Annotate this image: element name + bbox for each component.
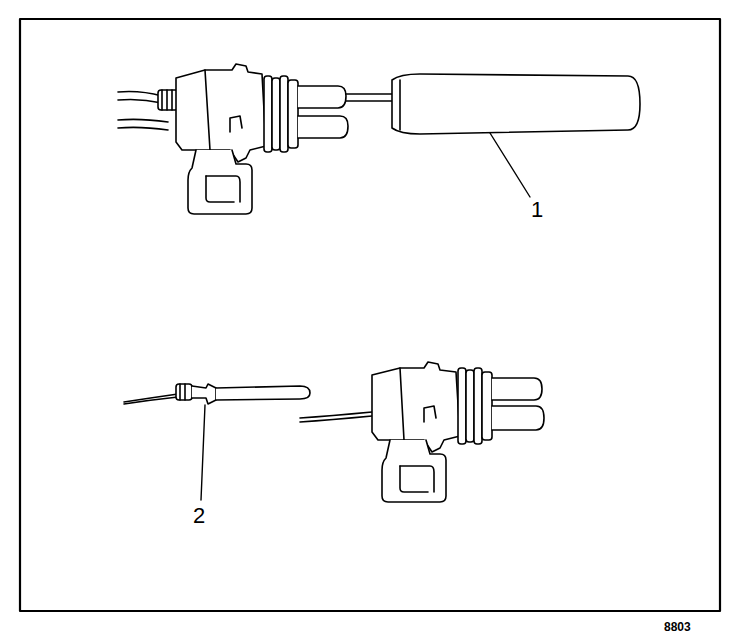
leader-line (490, 133, 530, 197)
frame (20, 19, 720, 611)
connector-body (300, 362, 544, 502)
figure-number: 8803 (664, 621, 691, 633)
terminal (124, 384, 310, 404)
callout-number: 2 (193, 505, 205, 527)
callout-number: 1 (531, 199, 543, 221)
leader-line (201, 405, 205, 500)
connector-with-tool (118, 64, 640, 214)
